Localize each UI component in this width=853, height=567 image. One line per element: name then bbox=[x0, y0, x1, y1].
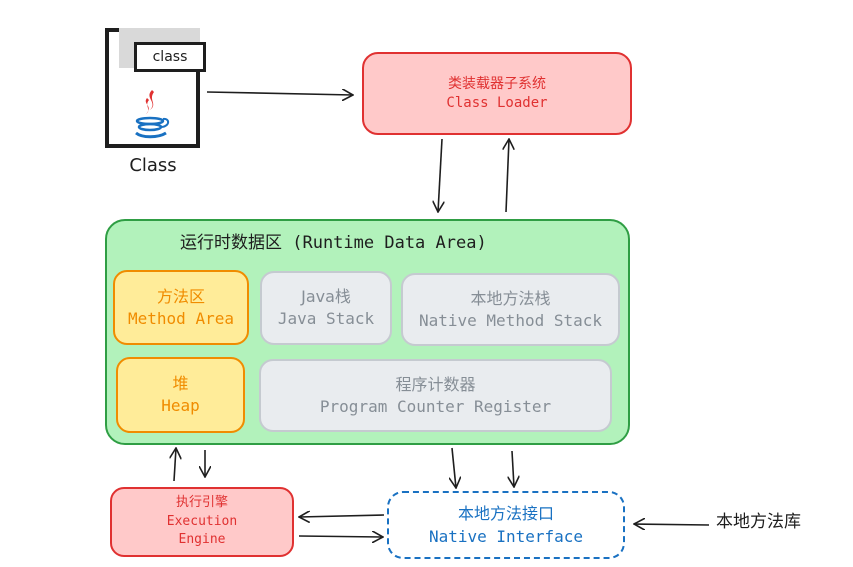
arrow-library-to-interface bbox=[634, 524, 710, 525]
execution-engine-zh: 执行引擎 bbox=[175, 494, 228, 510]
arrow-runtime-to-native-interface-2 bbox=[512, 450, 514, 487]
java-stack-node: Java栈 Java Stack bbox=[260, 271, 392, 345]
arrow-runtime-to-native-interface-1 bbox=[452, 447, 456, 488]
program-counter-register-node: 程序计数器 Program Counter Register bbox=[259, 359, 612, 432]
native-method-stack-node: 本地方法栈 Native Method Stack bbox=[401, 273, 620, 346]
class-loader-title-en: Class Loader bbox=[446, 94, 548, 111]
arrow-loader-to-runtime bbox=[438, 138, 442, 212]
class-loader-title-zh: 类装载器子系统 bbox=[448, 75, 546, 92]
java-logo-icon bbox=[135, 90, 170, 139]
class-file-tag-label: class bbox=[152, 48, 188, 65]
execution-engine-node: 执行引擎 Execution Engine bbox=[110, 487, 294, 557]
arrow-class-to-loader bbox=[206, 92, 353, 95]
arrow-runtime-to-loader bbox=[506, 139, 509, 213]
class-file-caption: Class bbox=[129, 154, 177, 176]
native-interface-zh: 本地方法接口 bbox=[457, 503, 554, 523]
class-file-tag: class bbox=[134, 42, 206, 72]
native-method-stack-en: Native Method Stack bbox=[418, 310, 603, 330]
method-area-en: Method Area bbox=[128, 308, 234, 328]
native-interface-en: Native Interface bbox=[428, 527, 584, 546]
execution-engine-en-line2: Engine bbox=[178, 532, 226, 548]
arrow-engine-to-heap bbox=[174, 448, 176, 482]
heap-en: Heap bbox=[161, 396, 200, 415]
java-stack-zh: Java栈 bbox=[301, 287, 351, 307]
program-counter-register-zh: 程序计数器 bbox=[395, 374, 476, 394]
arrow-interface-to-engine bbox=[299, 515, 385, 517]
heap-zh: 堆 bbox=[172, 374, 189, 394]
native-library-label: 本地方法库 bbox=[716, 512, 801, 532]
method-area-node: 方法区 Method Area bbox=[113, 270, 249, 345]
execution-engine-en-line1: Execution bbox=[166, 513, 238, 529]
class-loader-node: 类装载器子系统 Class Loader bbox=[362, 52, 632, 135]
native-method-stack-zh: 本地方法栈 bbox=[470, 288, 551, 308]
method-area-zh: 方法区 bbox=[156, 286, 205, 306]
program-counter-register-en: Program Counter Register bbox=[319, 396, 552, 416]
runtime-data-area-title: 运行时数据区 (Runtime Data Area) bbox=[180, 233, 487, 253]
native-interface-node: 本地方法接口 Native Interface bbox=[387, 491, 625, 559]
java-stack-en: Java Stack bbox=[277, 309, 375, 328]
arrow-engine-to-interface bbox=[298, 536, 383, 537]
heap-node: 堆 Heap bbox=[116, 357, 245, 433]
